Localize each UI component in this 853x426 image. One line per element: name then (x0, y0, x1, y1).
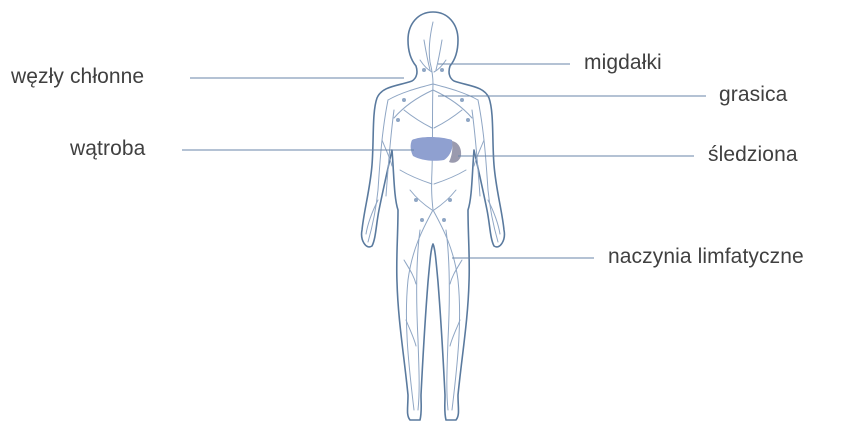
label-liver: wątroba (70, 138, 145, 159)
body-outline (362, 12, 505, 420)
liver-organ (411, 137, 453, 161)
label-tonsils: migdałki (584, 52, 662, 73)
label-spleen: śledziona (708, 144, 798, 165)
label-lymph-vessels: naczynia limfatyczne (608, 246, 804, 267)
label-thymus: grasica (719, 84, 787, 105)
label-lymph-nodes: węzły chłonne (11, 66, 144, 87)
